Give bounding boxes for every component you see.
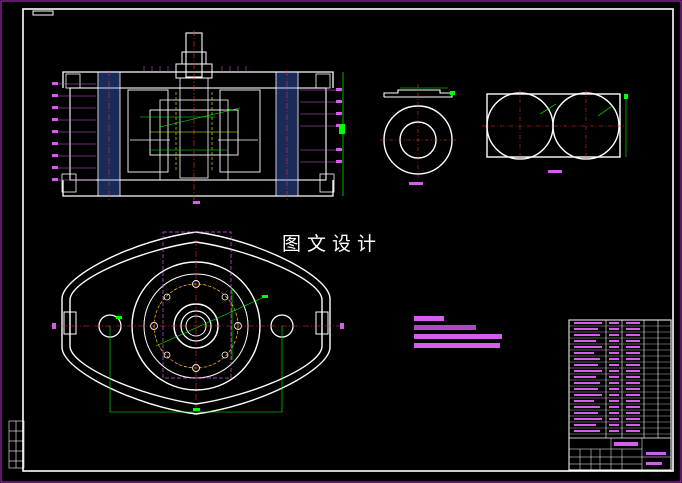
note-line-3	[414, 334, 502, 339]
corner-tag	[32, 10, 54, 16]
note-line-1	[414, 316, 444, 321]
note-line-2	[414, 325, 476, 330]
twin-circle-plate-view	[482, 90, 628, 173]
main-section-view	[52, 30, 345, 204]
watermark-text: 图文设计	[282, 233, 383, 255]
technical-notes	[414, 316, 502, 348]
drawing-frame	[22, 8, 674, 472]
title-block	[568, 319, 672, 471]
plan-view	[50, 231, 344, 415]
part-detail-view	[380, 84, 456, 185]
note-line-4	[414, 343, 500, 348]
left-side-table	[8, 420, 25, 469]
